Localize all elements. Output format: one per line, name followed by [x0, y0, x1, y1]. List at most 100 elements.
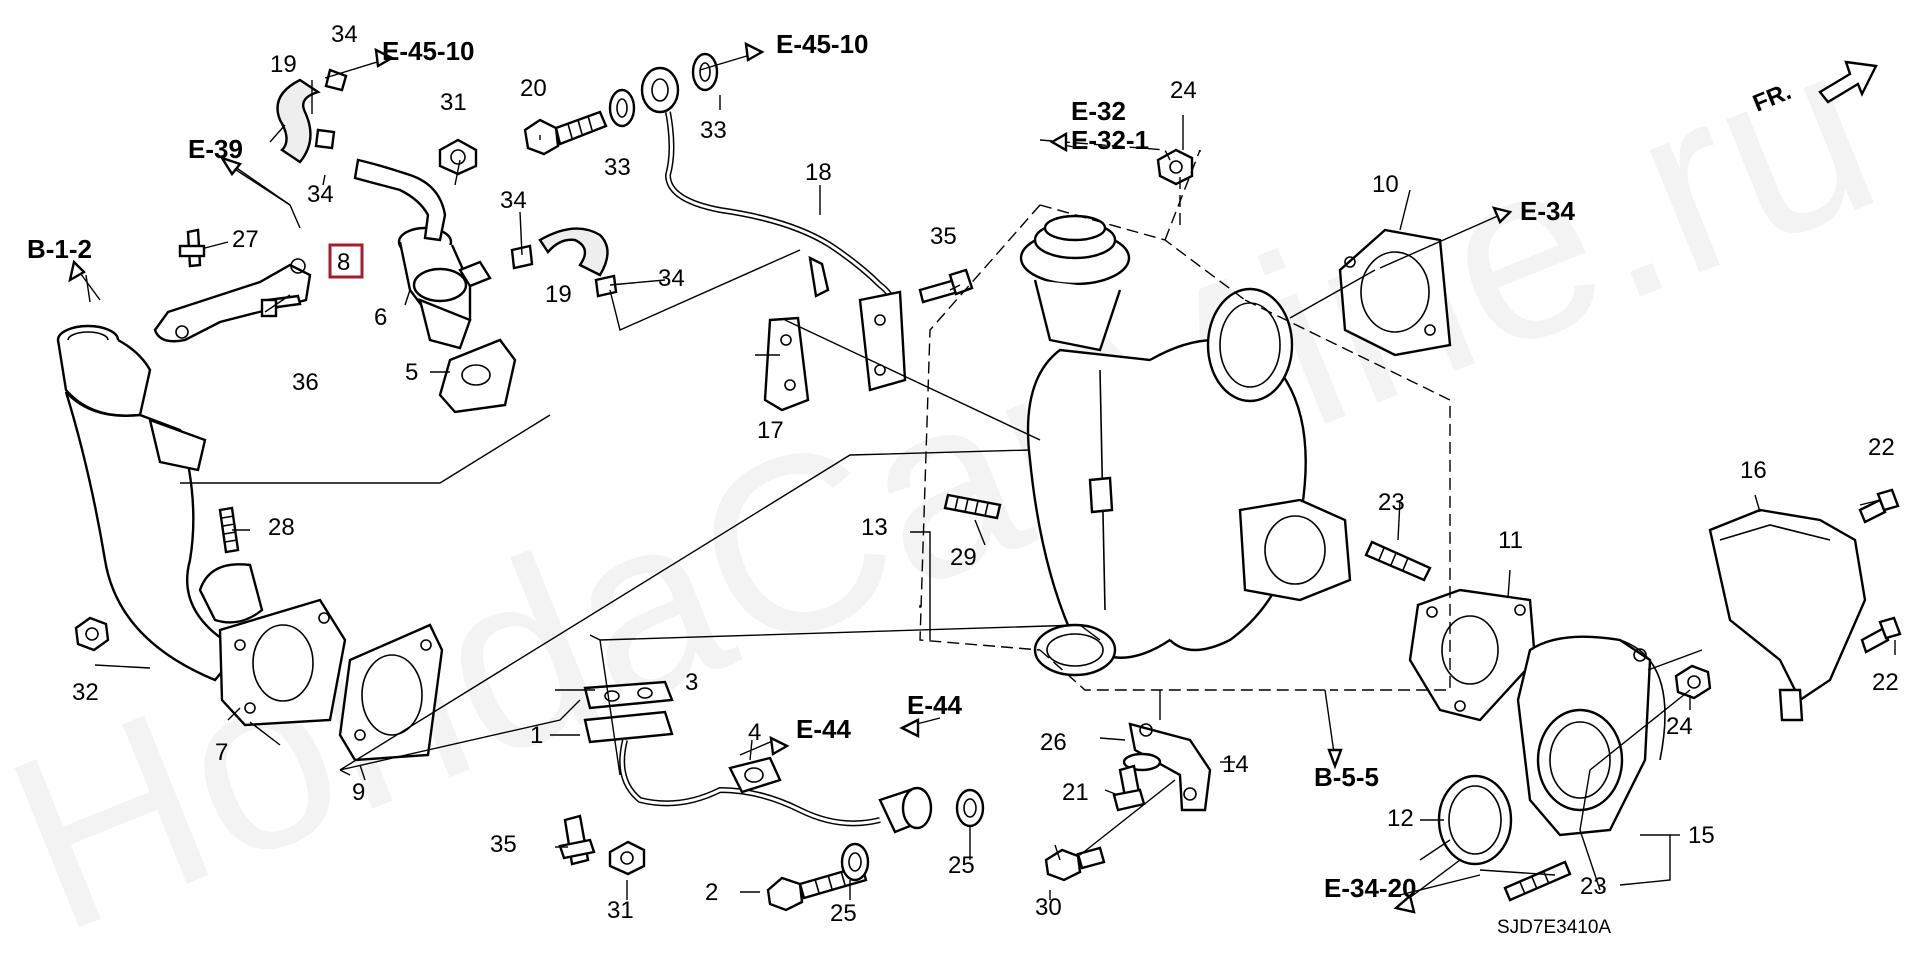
reference-arrows: [68, 41, 1513, 914]
part-31-nut-bottom: [608, 840, 646, 876]
diagram-code: SJD7E3410A: [1497, 917, 1611, 938]
part-label[interactable]: 10: [1372, 171, 1399, 198]
part-19-hose-top: [276, 68, 348, 164]
leader-lines: [85, 51, 1896, 906]
part-23-stud-bottom: [1503, 860, 1572, 902]
ref-e-45-10-left[interactable]: E-45-10: [382, 36, 475, 66]
part-label[interactable]: 34: [500, 187, 527, 214]
part-label[interactable]: 36: [292, 369, 319, 396]
part-23-stud-mid: [1364, 540, 1432, 582]
part-label[interactable]: 34: [658, 265, 685, 292]
reference-labels: B-1-2 E-39 E-45-10 E-45-10 E-32 E-32-1 E…: [27, 29, 1575, 903]
part-label[interactable]: 25: [830, 900, 857, 927]
ref-e-32[interactable]: E-32: [1071, 96, 1126, 126]
arrow-icon: [1818, 60, 1878, 104]
part-label[interactable]: 11: [1498, 527, 1523, 554]
part-1-oil-return-pipe: [583, 710, 933, 834]
part-label[interactable]: 27: [232, 226, 259, 253]
part-label[interactable]: 34: [307, 181, 334, 208]
part-label[interactable]: 12: [1387, 805, 1414, 832]
part-label[interactable]: 35: [930, 223, 957, 250]
ref-e-34[interactable]: E-34: [1520, 196, 1575, 226]
part-label[interactable]: 19: [545, 281, 572, 308]
ref-e-44-b[interactable]: E-44: [907, 690, 962, 720]
ref-e-45-10-right[interactable]: E-45-10: [776, 29, 869, 59]
part-5-gasket: [438, 338, 517, 414]
part-4-gasket: [728, 756, 782, 794]
part-label[interactable]: 26: [1040, 729, 1067, 756]
part-22-bolt-top: [1858, 488, 1900, 524]
part-label[interactable]: 33: [700, 117, 727, 144]
part-label[interactable]: 22: [1872, 669, 1899, 696]
highlight-box-part-8: [328, 243, 364, 279]
part-label[interactable]: 24: [1666, 713, 1693, 740]
part-label[interactable]: 2: [705, 879, 718, 906]
part-label[interactable]: 20: [520, 75, 547, 102]
part-label[interactable]: 7: [215, 739, 228, 766]
part-label[interactable]: 6: [374, 304, 387, 331]
part-label[interactable]: 15: [1688, 822, 1715, 849]
part-label[interactable]: 1: [530, 722, 543, 749]
part-29-stud: [943, 493, 1002, 520]
part-19-hose-right: [510, 227, 618, 298]
part-number-labels: 34 19 20 31 33 33 34 27 8 6 36 5 18 34 1…: [72, 21, 1899, 927]
dashed-assembly-outline: [919, 139, 1451, 691]
part-label[interactable]: 34: [331, 21, 358, 48]
part-label[interactable]: 21: [1062, 779, 1089, 806]
part-25-washers: [840, 788, 985, 882]
ref-e-32-1[interactable]: E-32-1: [1071, 125, 1149, 155]
part-label[interactable]: 24: [1170, 77, 1197, 104]
ref-e-44-a[interactable]: E-44: [796, 714, 851, 744]
part-label[interactable]: 9: [352, 779, 365, 806]
part-35-bolt-top: [918, 268, 974, 304]
part-21-bolt: [1112, 764, 1146, 812]
ref-e-39[interactable]: E-39: [188, 134, 243, 164]
part-label-highlighted[interactable]: 8: [337, 249, 350, 276]
part-label[interactable]: 3: [685, 669, 698, 696]
part-33-washers: [608, 52, 719, 128]
part-16-heat-shield: [1708, 508, 1867, 722]
part-6-water-pipe: [353, 158, 492, 350]
part-label[interactable]: 32: [72, 679, 99, 706]
part-11-gasket: [1408, 588, 1537, 722]
part-label[interactable]: 23: [1378, 489, 1405, 516]
ref-b-1-2[interactable]: B-1-2: [27, 234, 92, 264]
part-12-ring-gasket: [1437, 774, 1513, 866]
part-17-gasket: [763, 316, 810, 412]
part-label[interactable]: 13: [861, 514, 888, 541]
part-28-stud: [218, 506, 240, 554]
part-label[interactable]: 14: [1222, 751, 1249, 778]
part-label[interactable]: 29: [950, 544, 977, 571]
part-label[interactable]: 16: [1740, 457, 1767, 484]
part-label[interactable]: 31: [607, 897, 634, 924]
part-label[interactable]: 33: [604, 154, 631, 181]
part-35-bolt-bottom: [558, 814, 596, 866]
ref-b-5-5[interactable]: B-5-5: [1314, 762, 1379, 792]
part-label[interactable]: 17: [757, 417, 784, 444]
ref-e-34-20[interactable]: E-34-20: [1324, 873, 1417, 903]
part-label[interactable]: 19: [270, 51, 297, 78]
part-20-banjo-bolt: [523, 110, 608, 156]
part-22-bolt-bottom: [1860, 616, 1902, 654]
part-30-bolt: [1044, 846, 1106, 882]
part-32-nut: [74, 616, 110, 652]
part-label[interactable]: 31: [440, 89, 467, 116]
part-15-exhaust-elbow: [1516, 635, 1666, 837]
part-label[interactable]: 5: [405, 359, 418, 386]
part-label[interactable]: 30: [1035, 894, 1062, 921]
part-label[interactable]: 18: [805, 159, 832, 186]
part-label[interactable]: 22: [1868, 434, 1895, 461]
part-9-gasket: [338, 623, 444, 762]
part-7-inlet-pipe: [56, 324, 347, 727]
part-label[interactable]: 4: [748, 719, 761, 746]
part-10-gasket: [1338, 228, 1452, 357]
part-31-nut-top: [438, 138, 478, 176]
part-label[interactable]: 23: [1580, 873, 1607, 900]
part-label[interactable]: 28: [268, 514, 295, 541]
part-24-nut-top: [1156, 148, 1194, 186]
turbocharger-assembly: [1019, 214, 1352, 677]
part-18-oil-pipe: [640, 66, 907, 392]
part-24-nut-bottom: [1674, 664, 1712, 700]
part-label[interactable]: 35: [490, 831, 517, 858]
part-label[interactable]: 25: [948, 852, 975, 879]
